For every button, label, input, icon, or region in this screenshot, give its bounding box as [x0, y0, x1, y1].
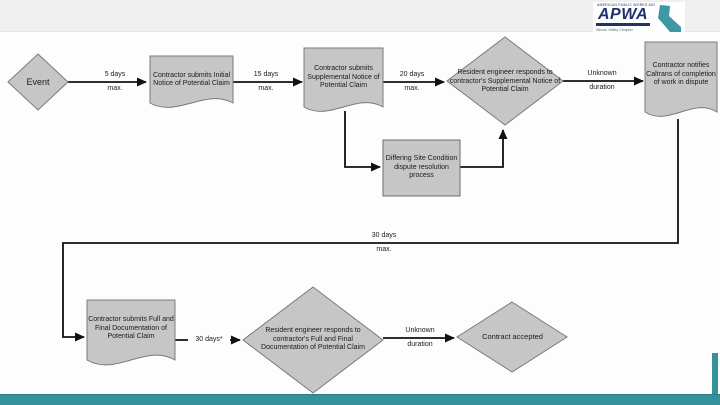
full-final-label: Contractor submits Full and Final Docume…	[88, 316, 174, 341]
supplemental-notice-document	[303, 47, 384, 112]
connector-notify-to-full-final	[62, 119, 679, 342]
re-supplemental-diamond	[446, 36, 564, 126]
edge-label-30-days-max: 30 days max.	[371, 232, 397, 253]
re-supplemental-label: Resident engineer responds to contractor…	[449, 69, 561, 94]
event-label: Event	[26, 76, 50, 87]
edge-label-unknown-duration-bottom: Unknown duration	[405, 327, 435, 348]
notify-completion-document	[644, 41, 718, 117]
dsc-process-box	[382, 139, 461, 197]
edge-label-5-days: 5 days max.	[104, 71, 126, 92]
contract-accepted-diamond	[456, 301, 568, 373]
connector-supplemental-to-dsc	[344, 111, 381, 172]
notify-completion-label: Contractor notifies Caltrans of completi…	[646, 62, 716, 87]
re-full-final-label: Resident engineer responds to contractor…	[261, 327, 365, 352]
right-accent-bar	[712, 353, 718, 395]
supplemental-notice-label: Contractor submits Supplemental Notice o…	[307, 65, 380, 90]
full-final-document	[86, 299, 176, 366]
california-icon	[658, 5, 681, 32]
re-full-final-diamond	[242, 286, 384, 394]
contract-accepted-label: Contract accepted	[482, 332, 543, 342]
dsc-process-label: Differing Site Condition dispute resolut…	[385, 155, 458, 180]
edge-label-15-days: 15 days max.	[253, 71, 279, 92]
apwa-wordmark: APWA	[596, 6, 650, 26]
edge-label-20-days: 20 days max.	[399, 71, 425, 92]
apwa-logo-top-text: AMERICAN PUBLIC WORKS ASSOCIATION	[597, 3, 655, 7]
edge-label-unknown-duration-top: Unknown duration	[587, 70, 617, 91]
initial-notice-document	[149, 55, 234, 108]
apwa-logo: AMERICAN PUBLIC WORKS ASSOCIATION APWA S…	[593, 2, 685, 34]
event-diamond	[7, 53, 69, 111]
connector-dsc-to-re	[460, 129, 508, 168]
initial-notice-label: Contractor submits Initial Notice of Pot…	[152, 71, 231, 88]
bottom-accent-bar	[0, 394, 720, 405]
apwa-logo-bottom-text: Silicon Valley Chapter	[596, 28, 633, 32]
edge-label-30-days-star: 30 days*	[188, 334, 230, 346]
